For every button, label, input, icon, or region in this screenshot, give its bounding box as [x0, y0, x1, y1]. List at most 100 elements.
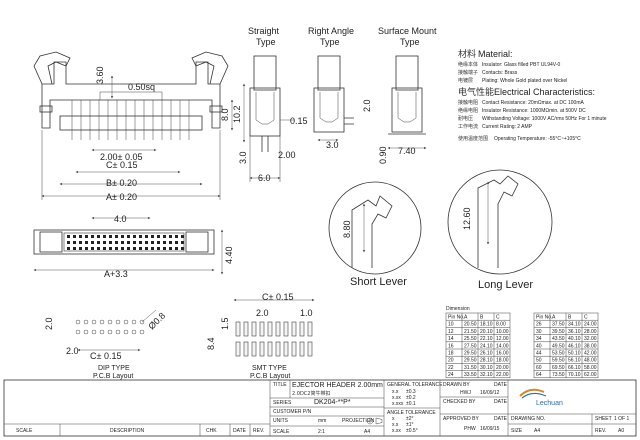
dip-hole	[83, 329, 89, 335]
dimension-table-cell-left: 24	[448, 372, 454, 378]
title-value-cn: 2.0DC2简牛带扣	[292, 390, 330, 397]
tol-row-1-key: x.x	[392, 389, 399, 395]
ang-row-3-val: ±0.5°	[406, 428, 418, 434]
smt-pad	[307, 321, 313, 337]
smt-dim-c: C± 0.15	[262, 292, 293, 302]
dimension-table-cell-right: 53.50	[552, 351, 565, 357]
title-value: EJECTOR HEADER 2.00mm	[292, 382, 383, 389]
dimension-table-cell-right: 62.00	[584, 372, 597, 378]
straight-type-title-1: Straight	[248, 26, 280, 36]
smt-pads	[235, 321, 313, 357]
dimension-table-cell-right: 32.00	[584, 336, 597, 342]
dimension-table-cell-right: 46.10	[568, 343, 581, 349]
dimension-table-header: A	[464, 315, 468, 321]
approved-date-label: DATE	[494, 416, 508, 422]
dimension-table-cell-left: 18.10	[480, 322, 493, 328]
dimension-table-cell-left: 16	[448, 343, 454, 349]
scale-value: 2:1	[318, 429, 325, 435]
temperature-line: Operating Temperature: -55°C~+105°C	[494, 136, 581, 142]
drawing-no-label: DRAWING NO.	[511, 416, 545, 422]
electrical-line-2-cn: 绝缘电阻	[458, 107, 478, 114]
dip-hole	[75, 329, 81, 335]
dimension-table-cell-right: 39.50	[552, 329, 565, 335]
dip-hole	[91, 319, 97, 325]
dip-hole	[139, 329, 145, 335]
surface-mount-title-1: Surface Mount	[378, 26, 437, 36]
dip-hole	[75, 319, 81, 325]
dimension-table-cell-right: 60	[536, 365, 542, 371]
dip-hole	[91, 329, 97, 335]
dimension-table-cell-right: 59.50	[552, 358, 565, 364]
smt-dim-8-4: 8.4	[206, 337, 216, 350]
electrical-line-2: Insulator Resistance: 1000MΩmin. at 500V…	[482, 108, 586, 114]
dip-hole	[99, 329, 105, 335]
electrical-line-1: Contact Resistance: 20mΩmax. at DC 100mA	[482, 100, 584, 106]
smt-pad	[283, 321, 289, 337]
smt-pad	[299, 341, 305, 357]
dim-0-15: 0.15	[290, 116, 308, 126]
dimension-table-cell-left: 16.00	[496, 351, 509, 357]
units-label: UNITS	[273, 418, 289, 424]
material-line-2: Contacts: Brass	[482, 70, 518, 76]
dimension-table-cell-right: 26	[536, 322, 542, 328]
tol-row-1-val: ±0.3	[406, 389, 416, 395]
dip-pcb-layout: Ø0.8 2.0 2.0 C± 0.15 DIP TYPE P.C.B Layo…	[44, 309, 167, 380]
short-lever-label: Short Lever	[350, 276, 407, 288]
ang-row-1-val: ±2°	[406, 416, 414, 422]
smt-pcb-layout: C± 0.15 2.0 1.0 1.5 8.4 SMT TYPE P.C.B L…	[206, 292, 315, 380]
dim-2-00-pitch: 2.00± 0.05	[100, 152, 142, 162]
dimension-table-cell-right: 42.00	[584, 351, 597, 357]
dim-8-0: 8.0	[220, 108, 230, 121]
dimension-table-cell-left: 31.50	[464, 365, 477, 371]
material-line-2-cn: 接触端子	[458, 69, 478, 76]
dimension-table-cell-left: 33.50	[464, 372, 477, 378]
dim-phi-0-8: Ø0.8	[146, 311, 167, 332]
dimension-table-caption: Dimension	[446, 306, 470, 312]
sheet-size: A4	[364, 429, 370, 435]
dimension-table-cell-right: 58.00	[584, 365, 597, 371]
dim-4-40: 4.40	[224, 246, 234, 264]
smt-pad	[291, 321, 297, 337]
units-value: mm	[318, 418, 326, 424]
smt-pad	[291, 341, 297, 357]
dimension-table-cell-left: 14	[448, 336, 454, 342]
long-lever-label: Long Lever	[478, 279, 533, 291]
material-line-1: Insulator: Glass filled PBT UL94V-0	[482, 62, 560, 68]
dim-2-00-straight: 2.00	[278, 150, 296, 160]
checked-by-label: CHECKED BY	[443, 399, 476, 405]
rev-row-date: DATE	[233, 428, 247, 434]
dimension-table-cell-right: 50	[536, 358, 542, 364]
electrical-line-4: Current Rating: 2 AMP	[482, 124, 533, 130]
right-angle-view: 2.0 3.0	[313, 55, 372, 150]
dim-2-0-ra: 2.0	[362, 99, 372, 112]
checked-date-label: DATE	[494, 399, 508, 405]
smt-layout-title: SMT TYPE	[252, 365, 287, 372]
dimension-table-cell-left: 25.50	[464, 336, 477, 342]
dimension-table-cell-right: 43.50	[552, 336, 565, 342]
dimension-table-cell-left: 29.50	[464, 358, 477, 364]
smt-pad	[243, 321, 249, 337]
electrical-heading: Electrical Characteristics:	[494, 87, 595, 97]
rev-row-description: DESCRIPTION	[110, 428, 145, 434]
angle-tolerance-label: ANGLE TOLERANCE	[387, 410, 436, 416]
dimension-table-cell-right: 56.10	[568, 358, 581, 364]
dimension-table-cell-left: 30.10	[480, 365, 493, 371]
dim-12-60: 12.60	[462, 207, 472, 230]
company-logo: Lechuan	[519, 388, 563, 407]
dimension-table-cell-left: 26.10	[480, 351, 493, 357]
tol-row-2-val: ±0.2	[406, 395, 416, 401]
straight-type-view: 0.15 3.0 2.00 6.0	[238, 55, 308, 183]
dimension-table-cell-left: 20	[448, 358, 454, 364]
dip-hole	[115, 319, 121, 325]
tol-row-3-key: x.xxx	[392, 401, 404, 407]
rev-row-chk: CHK	[206, 428, 217, 434]
dimension-table-cell-left: 24.10	[480, 343, 493, 349]
dip-hole	[83, 319, 89, 325]
smt-dim-2-0: 2.0	[256, 308, 269, 318]
approved-by-label: APPROVED BY	[443, 416, 480, 422]
dim-3-0-straight: 3.0	[238, 151, 248, 164]
dimension-table-cell-left: 18.00	[496, 358, 509, 364]
straight-type-title-2: Type	[256, 37, 276, 47]
general-tolerance-label: GENERAL TOLERANCE	[387, 382, 443, 388]
